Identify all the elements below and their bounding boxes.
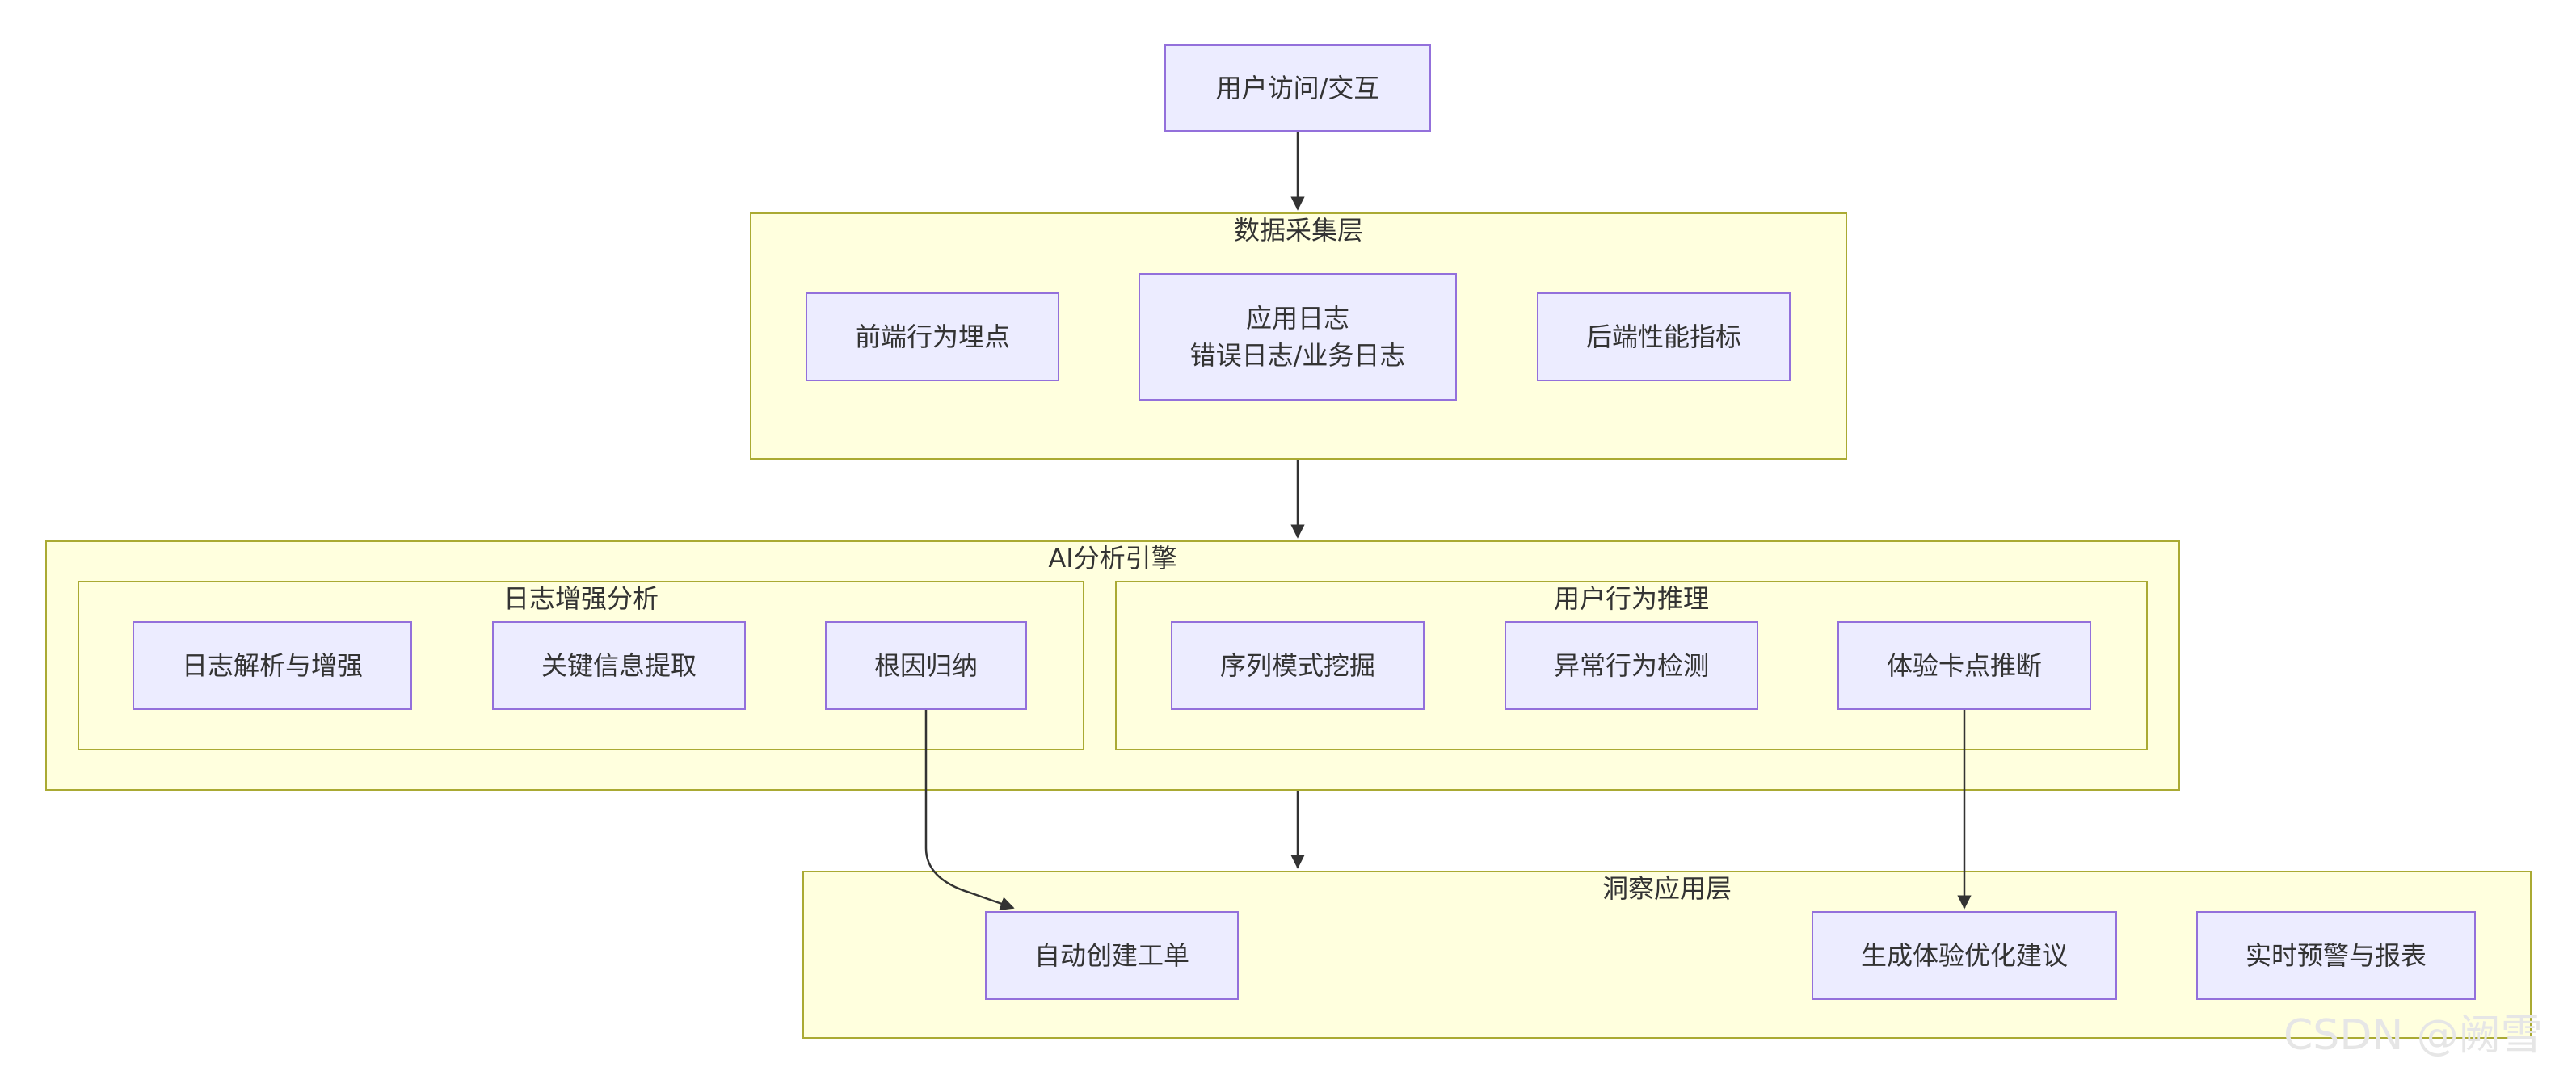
node-app-log-label-line1: 应用日志 [1245,303,1349,334]
node-realtime-alert-label: 实时预警与报表 [2245,940,2427,971]
node-optimize-advice-label: 生成体验优化建议 [1860,940,2068,971]
node-stuck-point-label: 体验卡点推断 [1886,650,2042,681]
node-auto-ticket-label: 自动创建工单 [1033,940,1189,971]
node-log-parse: 日志解析与增强 [133,621,412,710]
node-user-access-label: 用户访问/交互 [1215,73,1380,103]
node-frontend-tracking: 前端行为埋点 [806,292,1059,381]
cluster-insight-title: 洞察应用层 [1602,873,1732,904]
node-frontend-tracking-label: 前端行为埋点 [854,321,1010,352]
node-key-info: 关键信息提取 [492,621,746,710]
node-app-log-label-line2: 错误日志/业务日志 [1189,340,1406,371]
cluster-log-enhance-title: 日志增强分析 [503,583,659,614]
cluster-ai-engine-title: AI分析引擎 [1048,543,1177,574]
cluster-data-collection-title: 数据采集层 [1233,215,1363,246]
node-backend-metrics-label: 后端性能指标 [1585,321,1741,352]
node-backend-metrics: 后端性能指标 [1537,292,1791,381]
csdn-watermark: CSDN @阙雪 [2283,1011,2543,1060]
node-root-cause: 根因归纳 [825,621,1027,710]
node-seq-mining-label: 序列模式挖掘 [1219,650,1375,681]
node-optimize-advice: 生成体验优化建议 [1812,911,2117,1000]
node-key-info-label: 关键信息提取 [541,650,697,681]
node-root-cause-label: 根因归纳 [873,650,978,681]
cluster-behavior-infer-title: 用户行为推理 [1553,583,1709,614]
node-anomaly-label: 异常行为检测 [1553,650,1709,681]
node-auto-ticket: 自动创建工单 [985,911,1239,1000]
node-app-log: 应用日志 错误日志/业务日志 [1139,273,1457,401]
node-seq-mining: 序列模式挖掘 [1171,621,1425,710]
node-anomaly: 异常行为检测 [1505,621,1758,710]
node-log-parse-label: 日志解析与增强 [181,650,363,681]
node-realtime-alert: 实时预警与报表 [2196,911,2476,1000]
node-stuck-point: 体验卡点推断 [1837,621,2091,710]
node-user-access: 用户访问/交互 [1164,44,1431,132]
